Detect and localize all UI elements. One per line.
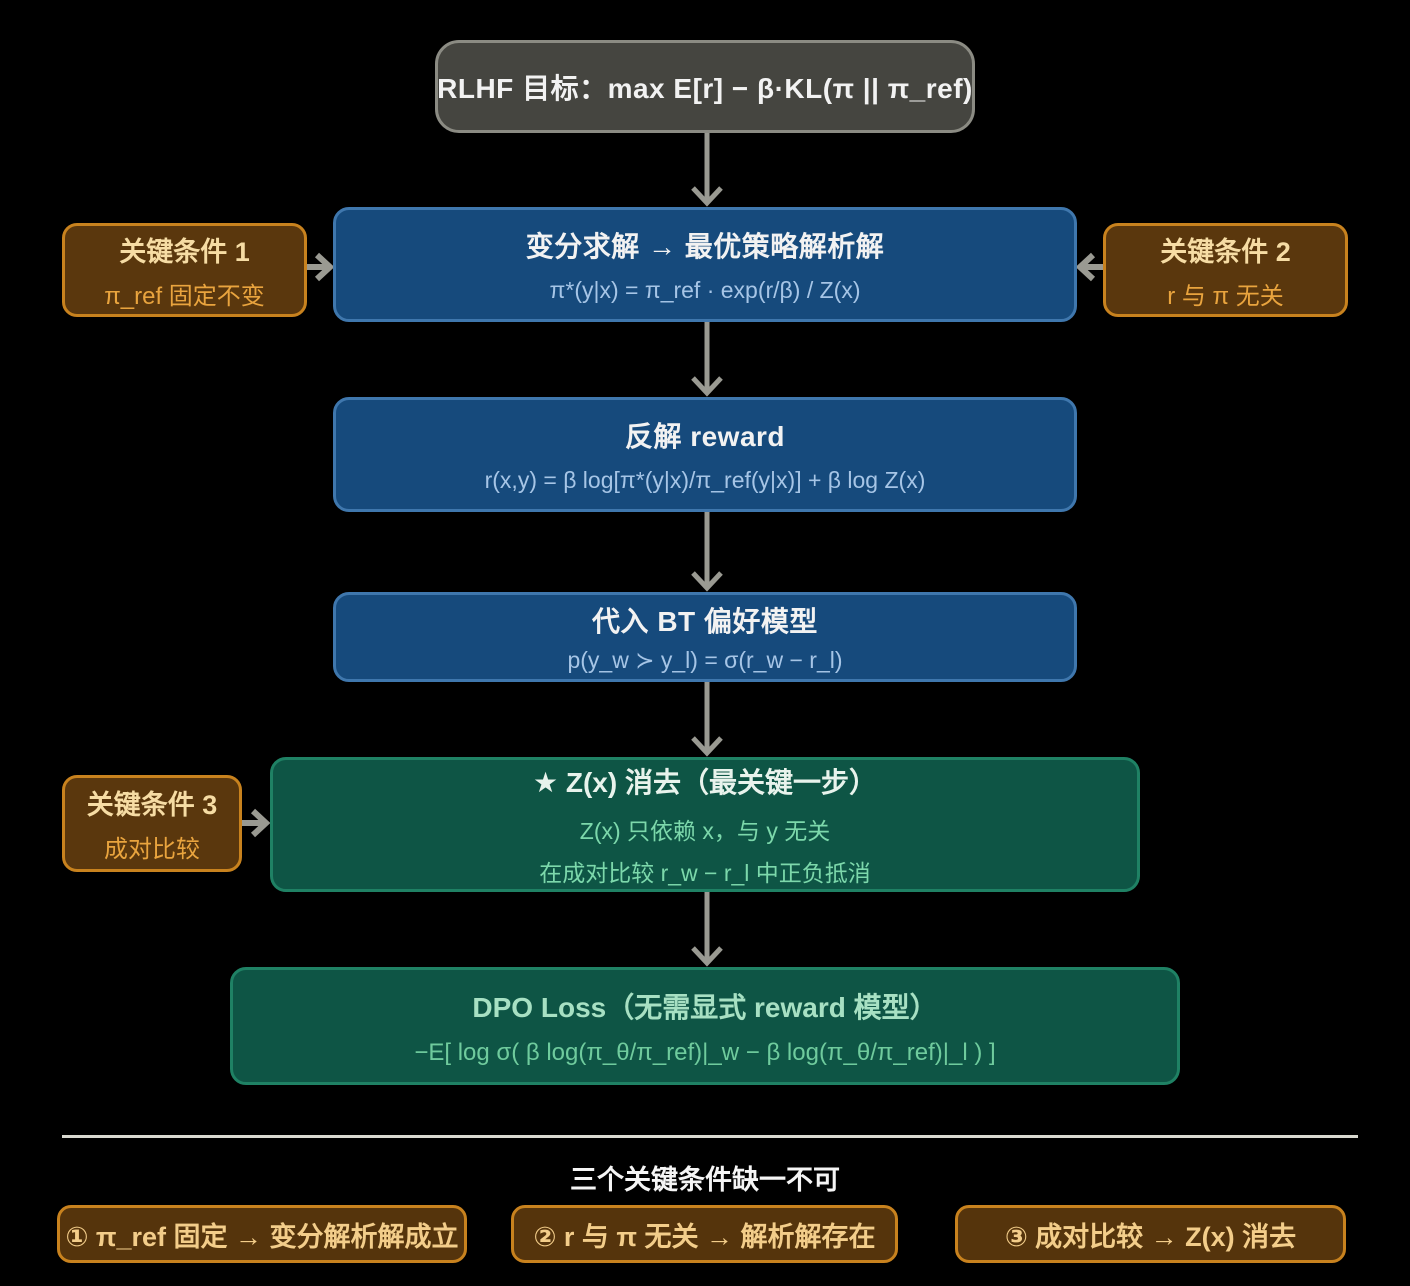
zx-cancellation-line2: 在成对比较 r_w − r_l 中正负抵消 [539, 860, 871, 886]
zx-cancellation-line1: Z(x) 只依赖 x，与 y 无关 [579, 818, 831, 844]
footer-heading: 三个关键条件缺一不可 [570, 1165, 840, 1195]
rlhf-objective-box: RLHF 目标：max E[r] − β·KL(π || π_ref) [435, 40, 975, 133]
arrow-down-icon [691, 512, 723, 592]
variational-solution-title: 变分求解 → 最优策略解析解 [525, 231, 885, 262]
rlhf-objective-title: RLHF 目标：max E[r] − β·KL(π || π_ref) [437, 72, 973, 104]
key-condition-3-box: 关键条件 3 成对比较 [62, 775, 242, 872]
key-condition-1-box: 关键条件 1 π_ref 固定不变 [62, 223, 307, 317]
arrow-down-icon [691, 892, 723, 967]
arrow-down-icon [691, 322, 723, 397]
bt-model-box: 代入 BT 偏好模型 p(y_w ≻ y_l) = σ(r_w − r_l) [333, 592, 1077, 682]
key-condition-2-subtitle: r 与 π 无关 [1167, 282, 1284, 310]
bt-formula: p(y_w ≻ y_l) = σ(r_w − r_l) [567, 647, 843, 673]
key-condition-3-subtitle: 成对比较 [104, 836, 200, 863]
invert-reward-box: 反解 reward r(x,y) = β log[π*(y|x)/π_ref(y… [333, 397, 1077, 512]
reward-formula: r(x,y) = β log[π*(y|x)/π_ref(y|x)] + β l… [484, 467, 926, 493]
footer-item-1: ① π_ref 固定 → 变分解析解成立 [57, 1205, 467, 1263]
arrow-right-icon [240, 808, 270, 838]
footer-item-3: ③ 成对比较 → Z(x) 消去 [955, 1205, 1346, 1263]
footer-item-1-label: ① π_ref 固定 → 变分解析解成立 [65, 1221, 459, 1252]
key-condition-2-box: 关键条件 2 r 与 π 无关 [1103, 223, 1348, 317]
dpo-loss-box: DPO Loss（无需显式 reward 模型） −E[ log σ( β lo… [230, 967, 1180, 1085]
arrow-right-icon [304, 252, 334, 282]
key-condition-2-title: 关键条件 2 [1160, 236, 1291, 267]
footer-item-3-label: ③ 成对比较 → Z(x) 消去 [1004, 1221, 1297, 1252]
key-condition-3-title: 关键条件 3 [86, 790, 218, 820]
arrow-left-icon [1076, 252, 1106, 282]
invert-reward-title: 反解 reward [624, 421, 786, 452]
arrow-down-icon [691, 133, 723, 207]
optimal-policy-formula: π*(y|x) = π_ref · exp(r/β) / Z(x) [549, 277, 861, 303]
key-condition-1-title: 关键条件 1 [119, 236, 250, 267]
arrow-down-icon [691, 682, 723, 757]
footer-item-2: ② r 与 π 无关 → 解析解存在 [511, 1205, 898, 1263]
zx-cancellation-box: ★ Z(x) 消去（最关键一步） Z(x) 只依赖 x，与 y 无关 在成对比较… [270, 757, 1140, 892]
key-condition-1-subtitle: π_ref 固定不变 [104, 282, 265, 310]
dpo-loss-title: DPO Loss（无需显式 reward 模型） [472, 991, 938, 1023]
bt-model-title: 代入 BT 偏好模型 [592, 606, 818, 637]
dpo-loss-formula: −E[ log σ( β log(π_θ/π_ref)|_w − β log(π… [414, 1038, 996, 1066]
variational-solution-box: 变分求解 → 最优策略解析解 π*(y|x) = π_ref · exp(r/β… [333, 207, 1077, 322]
footer-divider [62, 1135, 1358, 1138]
footer-item-2-label: ② r 与 π 无关 → 解析解存在 [533, 1221, 876, 1252]
zx-cancellation-title: ★ Z(x) 消去（最关键一步） [533, 767, 877, 798]
